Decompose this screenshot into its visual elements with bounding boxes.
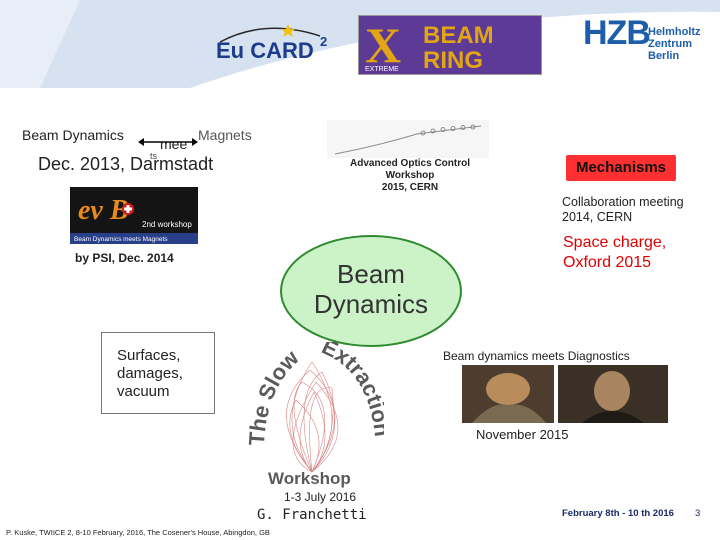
optics-lattice-image bbox=[327, 120, 489, 158]
mechanisms-box: Mechanisms bbox=[566, 155, 676, 181]
evb-graphic: ev B 2nd workshop Beam Dynamics meets Ma… bbox=[70, 187, 198, 244]
header-band bbox=[0, 0, 720, 88]
eucard-logo: Eu CARD 2 bbox=[216, 24, 327, 63]
workshop-text: Workshop bbox=[268, 469, 351, 488]
aoc-line1: Advanced Optics Control bbox=[349, 158, 470, 169]
beam-dynamics-ellipse: Beam Dynamics bbox=[280, 235, 462, 347]
organizer-name: G. Franchetti bbox=[257, 507, 367, 523]
hzb-logo: HZB Helmholtz Zentrum Berlin bbox=[583, 14, 703, 62]
meets-suffix: ts bbox=[150, 151, 158, 161]
ellipse-line1: Beam bbox=[337, 259, 405, 289]
surfaces-text: Surfaces, damages, vacuum bbox=[117, 347, 183, 400]
ellipse-line2: Dynamics bbox=[313, 289, 429, 319]
evb-subtitle: Beam Dynamics meets Magnets bbox=[74, 236, 168, 243]
darmstadt-date: Dec. 2013, Darmstadt bbox=[38, 154, 214, 174]
slow-extraction-logo: The Slow Extraction Workshop bbox=[244, 342, 384, 488]
collaboration-meeting: Collaboration meeting 2014, CERN bbox=[562, 195, 684, 224]
diagnostics-label: Beam dynamics meets Diagnostics bbox=[443, 349, 630, 363]
page-number: 3 bbox=[695, 508, 701, 519]
aoc-line2: Workshop bbox=[385, 170, 435, 181]
xbeam-beam: BEAM bbox=[423, 22, 494, 49]
hzb-line2: Zentrum Berlin bbox=[648, 38, 692, 62]
footer-citation: P. Kuske, TWIICE 2, 8-10 February, 2016,… bbox=[6, 528, 270, 537]
psi-date: by PSI, Dec. 2014 bbox=[75, 251, 174, 265]
space-charge-oxford: Space charge, Oxford 2015 bbox=[563, 234, 667, 271]
xbeam-ring-graphic: X EXTREME BEAM RING bbox=[359, 16, 541, 74]
hzb-line1: Helmholtz bbox=[648, 26, 701, 38]
mechanisms-label: Mechanisms bbox=[575, 159, 667, 176]
footer-date: February 8th - 10 th 2016 bbox=[562, 508, 674, 519]
double-arrow-icon bbox=[138, 138, 198, 146]
surfaces-box: Surfaces, damages, vacuum bbox=[101, 332, 215, 414]
evb-workshop-logo: ev B 2nd workshop Beam Dynamics meets Ma… bbox=[70, 187, 198, 244]
beam-dynamics-label: Beam Dynamics bbox=[22, 127, 124, 143]
aoc-caption: Advanced Optics Control Workshop 2015, C… bbox=[310, 158, 510, 194]
xbeam-ring-logo: X EXTREME BEAM RING bbox=[358, 15, 542, 75]
xbeam-extreme: EXTREME bbox=[365, 66, 399, 73]
july-2016-dates: 1-3 July 2016 bbox=[284, 490, 357, 504]
november-2015: November 2015 bbox=[476, 427, 569, 442]
eucard-sup: 2 bbox=[320, 34, 327, 49]
aoc-line3: 2015, CERN bbox=[381, 182, 439, 193]
magnets-label: Magnets bbox=[198, 127, 252, 143]
eucard-text: Eu CARD bbox=[216, 38, 314, 63]
xbeam-x: X bbox=[365, 17, 401, 73]
evb-workshop: 2nd workshop bbox=[142, 220, 192, 229]
xbeam-ring: RING bbox=[423, 47, 483, 74]
paintings-image bbox=[462, 365, 668, 423]
hzb-main: HZB bbox=[583, 14, 651, 52]
svg-text:Extraction: Extraction bbox=[318, 342, 384, 438]
evb-text: ev B bbox=[78, 195, 129, 226]
meets-label: mee bbox=[160, 136, 188, 152]
extraction-arc-text: Extraction bbox=[318, 342, 384, 438]
